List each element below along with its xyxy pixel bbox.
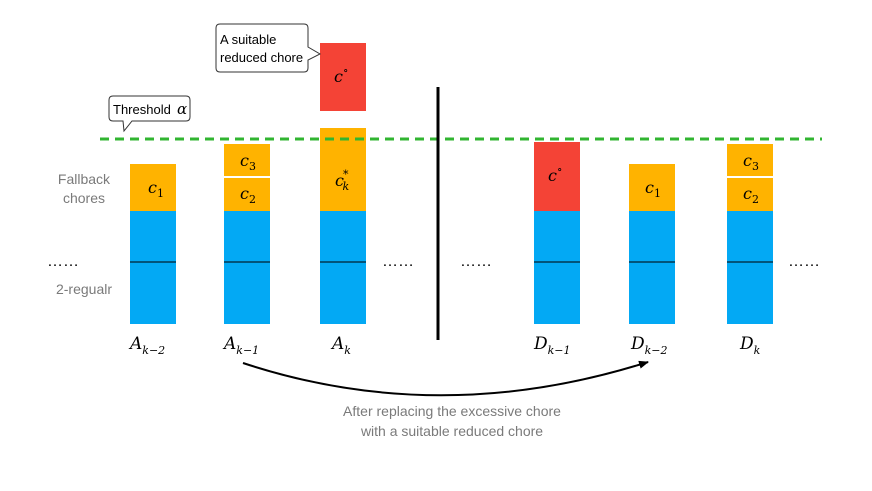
chore-c3-label: c3: [240, 151, 256, 173]
fallback-label-line1: Fallback: [58, 171, 111, 187]
agent-a-km2-regular-block: [130, 211, 176, 324]
reduced-chore-placed-label: c∘: [548, 163, 562, 185]
agent-label-a-km1: Ak−1: [222, 334, 259, 357]
chore-ck-star-label: c*k: [335, 168, 349, 193]
ellipsis-middle-left: ……: [382, 253, 414, 270]
chore-c1-label: c1: [148, 178, 164, 200]
agent-label-d-k: Dk: [739, 334, 761, 357]
caption-line1: After replacing the excessive chore: [343, 403, 561, 419]
agent-label-a-k: Ak: [330, 334, 351, 357]
chore-c2-right-label: c2: [743, 184, 759, 206]
agent-a-km1-regular-block: [224, 211, 270, 324]
chore-c1-right-block: [629, 164, 675, 211]
transfer-arrow: [242, 360, 649, 397]
chore-ck-star-block: [320, 128, 366, 211]
ellipsis-middle-right: ……: [460, 253, 492, 270]
chore-c2-label: c2: [240, 184, 256, 206]
threshold-symbol: α: [177, 100, 187, 118]
callout-text-line2: reduced chore: [220, 50, 303, 65]
agent-label-a-km2: Ak−2: [128, 334, 165, 357]
agent-d-km1-regular-block: [534, 211, 580, 324]
fallback-label-line2: chores: [63, 190, 105, 206]
reduced-chore-block: [320, 43, 366, 111]
agent-label-d-km2: Dk−2: [630, 334, 668, 357]
chore-c1-block: [130, 164, 176, 211]
agent-label-d-km1: Dk−1: [533, 334, 571, 357]
ellipsis-right: ……: [788, 253, 820, 270]
caption-line2: with a suitable reduced chore: [360, 423, 543, 439]
callout-bubble: [215, 23, 322, 73]
callout-text-line1: A suitable: [220, 32, 276, 47]
threshold-callout: [108, 95, 191, 133]
threshold-text: Threshold: [113, 102, 171, 117]
reduced-chore-label: c∘: [334, 64, 348, 86]
agent-a-k-regular-block: [320, 211, 366, 324]
ellipsis-left: ……: [47, 253, 79, 270]
agent-d-km2-regular-block: [629, 211, 675, 324]
chore-c1-right-label: c1: [645, 178, 661, 200]
agent-d-k-regular-block: [727, 211, 773, 324]
reduced-chore-placed-block: [534, 142, 580, 211]
chore-c3-right-label: c3: [743, 151, 759, 173]
regular-label: 2-regualr: [56, 281, 112, 297]
